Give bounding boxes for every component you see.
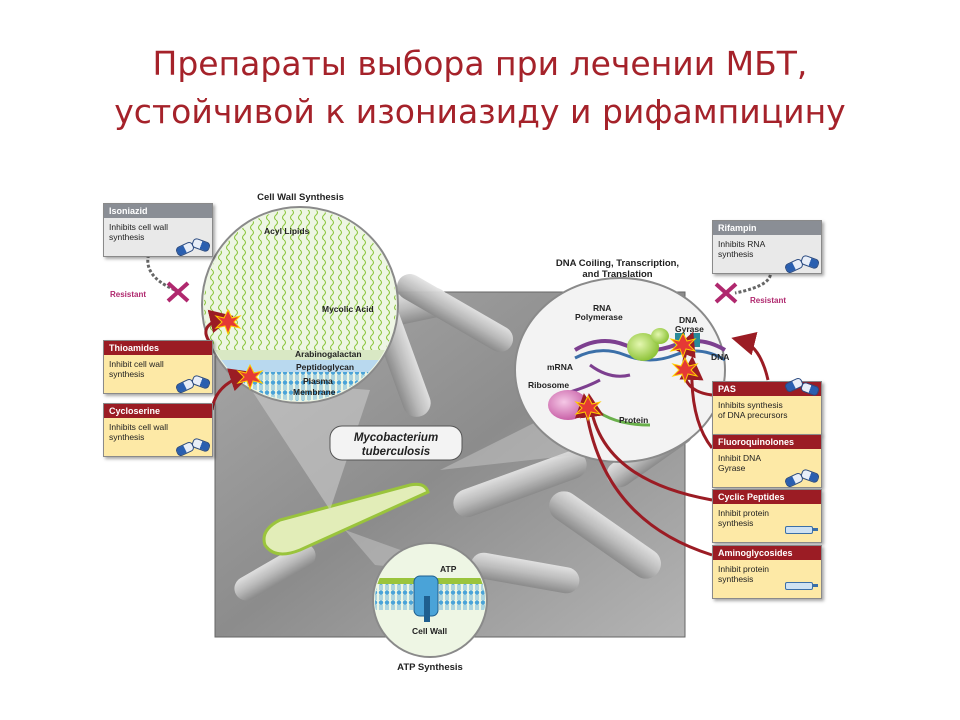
organism-label <box>329 425 463 461</box>
label-dna: DNA <box>711 352 729 362</box>
drug-card-cyclic-peptides: Cyclic Peptides Inhibit protein synthesi… <box>712 489 822 543</box>
drug-action-rifampin-1: Inhibits RNA <box>718 239 766 249</box>
pill-icon <box>190 437 212 453</box>
label-dna-gyrase-1: DNA <box>679 315 697 325</box>
resistant-label-left: Resistant <box>110 290 147 299</box>
dna-title-line-2: and Translation <box>582 269 653 280</box>
zoom-cone-dna <box>440 420 620 470</box>
drug-action-fluoroquinolones-1: Inhibit DNA <box>718 453 761 463</box>
drug-action-rifampin-2: synthesis <box>718 249 754 259</box>
drug-action-thioamides-1: Inhibit cell wall <box>109 359 164 369</box>
drug-card-fluoroquinolones: Fluoroquinolones Inhibit DNA Gyrase <box>712 434 822 489</box>
drug-action-cyclic-peptides-2: synthesis <box>718 518 754 528</box>
label-plasma-2: Membrane <box>293 387 336 397</box>
label-arabinogalactan: Arabinogalactan <box>295 349 362 359</box>
dna-inset <box>514 277 727 463</box>
pill-icon <box>190 237 212 253</box>
label-protein: Protein <box>619 415 648 425</box>
drug-name-fluoroquinolones: Fluoroquinolones <box>713 435 821 449</box>
pill-icon <box>799 468 821 484</box>
label-mrna: mRNA <box>547 362 573 372</box>
atp-inset <box>372 542 488 658</box>
resistant-cross-left <box>166 281 190 303</box>
drug-name-aminoglycosides: Aminoglycosides <box>713 546 821 560</box>
drug-action-isoniazid-1: Inhibits cell wall <box>109 222 169 232</box>
cell-wall-synthesis-title: Cell Wall Synthesis <box>257 192 344 203</box>
drug-name-thioamides: Thioamides <box>104 341 212 355</box>
drug-card-isoniazid: Isoniazid Inhibits cell wall synthesis <box>103 203 213 258</box>
resistant-cross-right <box>714 282 738 304</box>
drug-card-pas: PAS Inhibits synthesis of DNA precursors <box>712 376 822 435</box>
inhibition-sites <box>214 308 699 422</box>
pill-icon <box>799 254 821 270</box>
drug-card-thioamides: Thioamides Inhibit cell wall synthesis <box>103 340 213 395</box>
drug-action-aminoglycosides-2: synthesis <box>718 574 754 584</box>
label-dna-gyrase-2: Gyrase <box>675 324 704 334</box>
title-line-1: Препараты выбора при лечении МБТ, <box>152 44 808 83</box>
drug-action-cycloserine-2: synthesis <box>109 432 145 442</box>
drug-name-cyclic-peptides: Cyclic Peptides <box>713 490 821 504</box>
drug-card-cycloserine: Cycloserine Inhibits cell wall synthesis <box>103 403 213 458</box>
resistant-label-right: Resistant <box>750 296 787 305</box>
drug-action-pas-1: Inhibits synthesis <box>718 400 783 410</box>
drug-card-rifampin: Rifampin Inhibits RNA synthesis <box>712 220 822 275</box>
drug-action-cycloserine-1: Inhibits cell wall <box>109 422 169 432</box>
syringe-icon <box>785 582 818 590</box>
label-atp-cell-wall: Cell Wall <box>412 626 447 636</box>
drug-name-isoniazid: Isoniazid <box>104 204 212 218</box>
drug-name-rifampin: Rifampin <box>713 221 821 235</box>
label-polymerase: Polymerase <box>575 312 623 322</box>
label-mycolic-acid: Mycolic Acid <box>322 304 374 314</box>
zoom-cone-cell-wall <box>245 380 370 510</box>
label-ribosome: Ribosome <box>528 380 569 390</box>
dna-title-line-1: DNA Coiling, Transcription, <box>555 258 680 269</box>
drug-action-thioamides-2: synthesis <box>109 369 145 379</box>
drug-card-aminoglycosides: Aminoglycosides Inhibit protein synthesi… <box>712 545 822 599</box>
syringe-icon <box>785 526 818 534</box>
organism-name-1: Mycobacterium <box>354 432 438 444</box>
drug-action-aminoglycosides-1: Inhibit protein <box>718 564 770 574</box>
drug-action-pas-2: of DNA precursors <box>718 410 788 420</box>
cell-wall-inset <box>201 206 399 404</box>
label-plasma-1: Plasma <box>303 376 333 386</box>
label-peptidoglycan: Peptidoglycan <box>296 362 354 372</box>
pill-icon <box>190 374 212 390</box>
atp-synthesis-title: ATP Synthesis <box>397 662 463 673</box>
label-rna: RNA <box>593 303 611 313</box>
title-line-2: устойчивой к изониазиду и рифампицину <box>114 92 846 131</box>
drug-action-fluoroquinolones-2: Gyrase <box>718 463 746 473</box>
drug-action-isoniazid-2: synthesis <box>109 232 145 242</box>
label-acyl-lipids: Acyl Lipids <box>264 226 310 236</box>
drug-action-cyclic-peptides-1: Inhibit protein <box>718 508 770 518</box>
slide-title: Препараты выбора при лечении МБТ, устойч… <box>40 40 920 136</box>
label-atp: ATP <box>440 564 457 574</box>
organism-name-2: tuberculosis <box>362 446 430 458</box>
drug-name-cycloserine: Cycloserine <box>104 404 212 418</box>
